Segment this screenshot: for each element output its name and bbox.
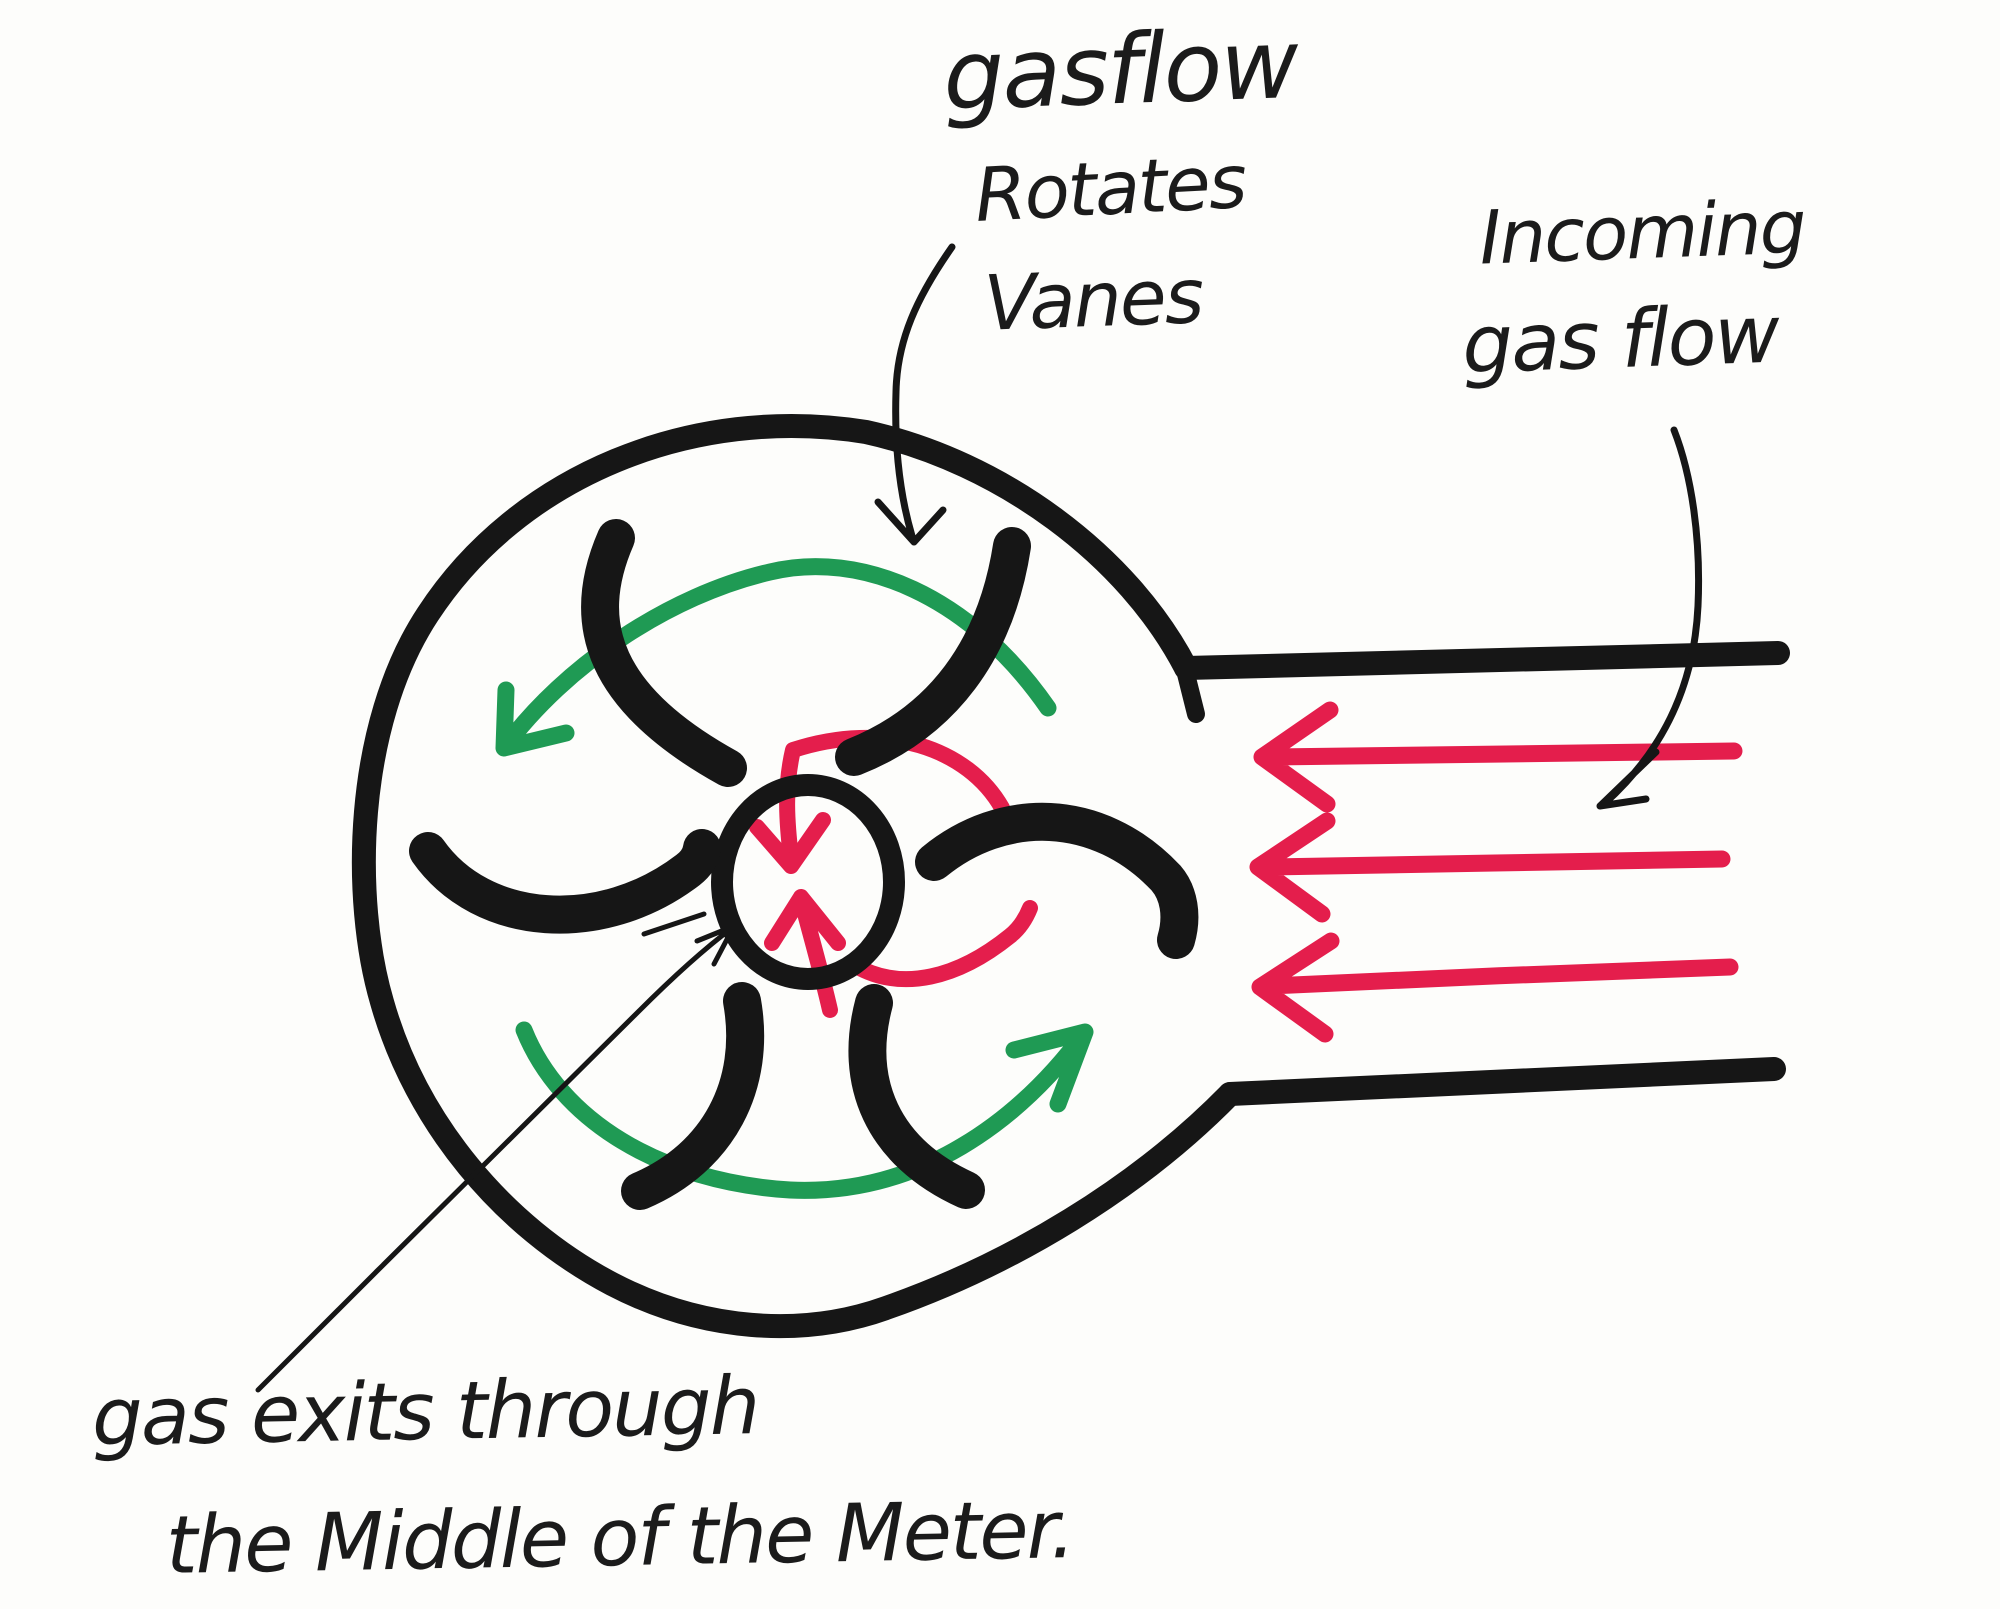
centre-outlet-circle xyxy=(711,774,905,990)
pipe-wall-top xyxy=(1174,641,1790,680)
rotation-arrow-top-icon xyxy=(495,558,1057,757)
rotation-arrow-bottom-icon xyxy=(515,1021,1094,1199)
core-spiral-lower-arc xyxy=(848,900,1038,988)
pipe-wall-bottom xyxy=(1218,1057,1786,1106)
vane-bottom-right xyxy=(848,984,985,1209)
core-spiral-upper-arc xyxy=(779,729,1010,866)
incoming-arrow-1-icon xyxy=(1253,701,1743,813)
rotation-note-line1: gasflow xyxy=(941,7,1299,133)
vane-bottom-left xyxy=(621,982,765,1210)
rotates-label-arrow-icon xyxy=(874,243,956,546)
incoming-label-arrow-icon xyxy=(1596,426,1703,810)
incoming-flow-arrows xyxy=(1249,701,1743,1043)
core-arrow-up-icon xyxy=(764,889,846,1018)
vane-top-left xyxy=(581,519,747,787)
vane-right xyxy=(915,802,1199,959)
incoming-note-line2: gas flow xyxy=(1460,287,1780,392)
exit-label-arrow-icon xyxy=(255,911,737,1393)
incoming-arrow-3-icon xyxy=(1251,932,1739,1043)
exit-note-line2: the Middle of the Meter. xyxy=(165,1483,1075,1592)
annotation-arrows xyxy=(255,243,1703,1393)
vane-rotation-arrows xyxy=(495,558,1094,1199)
meter-shell xyxy=(351,414,1242,1339)
incoming-arrow-2-icon xyxy=(1249,812,1731,923)
vanes xyxy=(409,519,1199,1210)
core-arrow-down-icon xyxy=(749,812,831,874)
rotation-note-line2: Rotates xyxy=(972,138,1248,240)
meter-body xyxy=(351,414,1790,1339)
vane-left xyxy=(409,829,721,934)
vane-top-centre xyxy=(835,527,1031,776)
incoming-note-line1: Incoming xyxy=(1477,184,1806,282)
exit-note-line1: gas exits through xyxy=(91,1359,760,1464)
core-gas-flow xyxy=(749,729,1038,1018)
rotation-note-line3: Vanes xyxy=(982,251,1204,348)
